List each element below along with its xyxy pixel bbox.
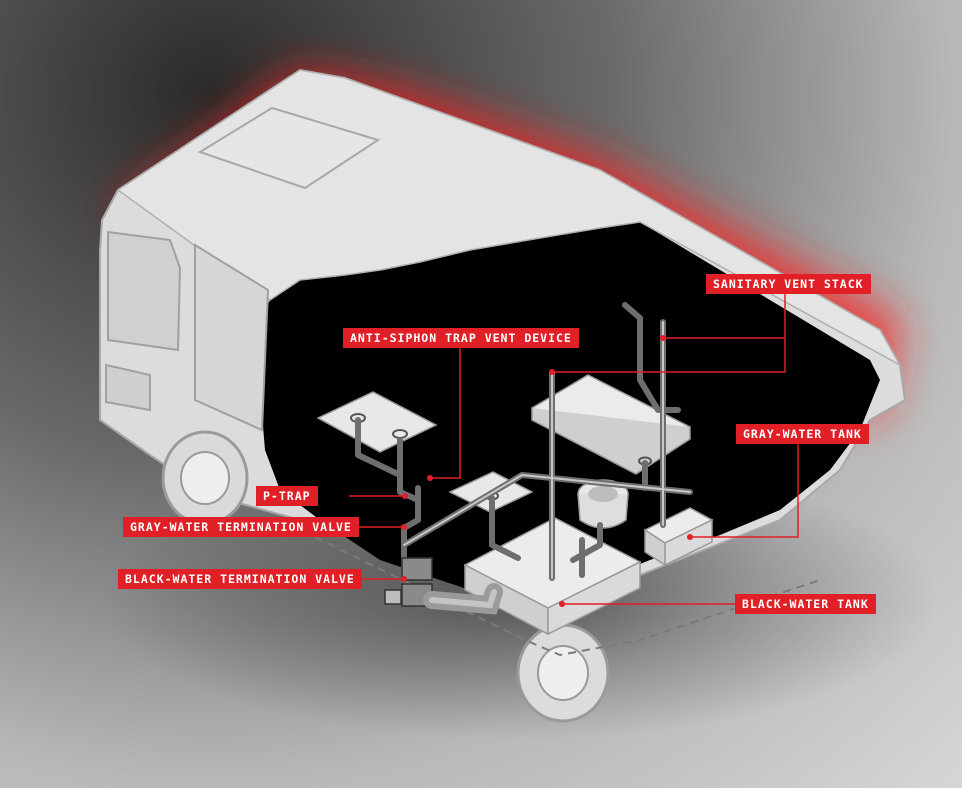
shower-pan (530, 374, 692, 475)
label-p-trap: P-TRAP (256, 486, 318, 506)
leader-dots (401, 335, 693, 607)
label-black-water-tank: BLACK-WATER TANK (735, 594, 876, 614)
rear-wheel (516, 623, 610, 723)
label-sanitary-vent-stack: SANITARY VENT STACK (706, 274, 871, 294)
gray-water-tank (643, 507, 714, 567)
sewer-outlet (423, 583, 503, 615)
label-black-water-termination-valve: BLACK-WATER TERMINATION VALVE (118, 569, 362, 589)
termination-valves (384, 557, 433, 607)
leader-lines (349, 294, 799, 605)
label-anti-siphon-trap-vent-device: ANTI-SIPHON TRAP VENT DEVICE (343, 328, 579, 348)
side-door (194, 243, 270, 432)
front-panel (105, 363, 151, 412)
label-gray-water-termination-valve: GRAY-WATER TERMINATION VALVE (123, 517, 359, 537)
windshield (107, 230, 182, 352)
roof-hatch (197, 106, 381, 190)
front-wheel (161, 430, 249, 526)
label-gray-water-tank: GRAY-WATER TANK (736, 424, 869, 444)
pipe-highlights (403, 321, 691, 579)
